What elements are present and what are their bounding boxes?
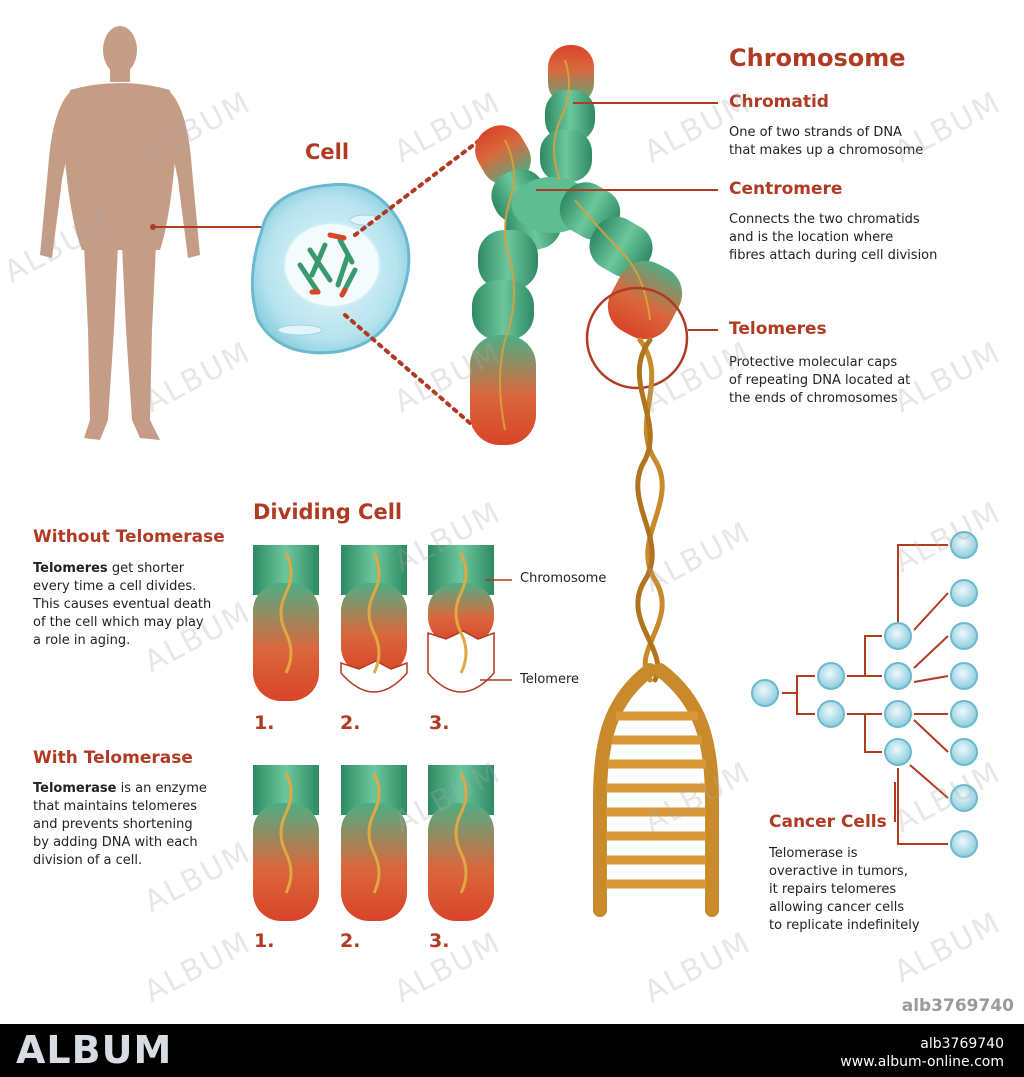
telomere-callout: Telomere xyxy=(520,672,580,687)
chromosome-callout: Chromosome xyxy=(520,571,607,586)
cancer-cell xyxy=(950,531,978,559)
album-logo: ALBUM xyxy=(16,1028,173,1072)
chromosome-illustration xyxy=(470,45,683,445)
chromosome-row1-2 xyxy=(340,545,408,693)
dividing-cell-title: Dividing Cell xyxy=(253,500,403,524)
cancer-cell xyxy=(950,738,978,766)
chromosome-row2-1 xyxy=(253,765,319,921)
cancer-cell xyxy=(950,662,978,690)
step-number-2: 2. xyxy=(340,712,361,734)
human-figure xyxy=(40,26,200,440)
dna-helix xyxy=(635,337,665,683)
step-number-1-b: 1. xyxy=(254,930,275,952)
without-telomerase-title: Without Telomerase xyxy=(33,527,225,547)
chromosome-row1-1 xyxy=(253,545,319,701)
cancer-cell xyxy=(751,679,779,707)
illustration-layer xyxy=(40,26,978,921)
step-number-2-b: 2. xyxy=(340,930,361,952)
chromosome-row2-3 xyxy=(428,765,494,921)
cancer-cells-title: Cancer Cells xyxy=(769,812,887,832)
cancer-cell xyxy=(884,662,912,690)
chromosome-row1-3 xyxy=(427,545,495,693)
cell-illustration xyxy=(250,182,411,355)
with-telomerase-desc: Telomerase is an enzyme that maintains t… xyxy=(33,781,207,868)
telomere-infographic: Cell Chromosome Chromatid One of two str… xyxy=(0,26,1014,1016)
step-number-1: 1. xyxy=(254,712,275,734)
cancer-cell xyxy=(817,700,845,728)
centromere-title: Centromere xyxy=(729,179,843,199)
cell-label: Cell xyxy=(305,140,350,164)
cancer-cell xyxy=(950,830,978,858)
image-code: alb3769740 xyxy=(901,996,1014,1016)
cancer-cell xyxy=(950,622,978,650)
telomere-highlight-circle xyxy=(585,286,689,390)
dna-ladder xyxy=(593,663,719,917)
telomeres-title: Telomeres xyxy=(729,319,827,339)
without-telomerase-desc: Telomeres get shorter every time a cell … xyxy=(33,561,212,648)
cancer-cell xyxy=(884,738,912,766)
footer-bar: ALBUM alb3769740 www.album-online.com xyxy=(0,1024,1024,1077)
dividing-cell-chromosomes xyxy=(253,545,495,921)
chromosome-title: Chromosome xyxy=(729,44,906,72)
cancer-cell xyxy=(950,784,978,812)
footer-image-id: alb3769740 xyxy=(920,1036,1004,1052)
cancer-cell xyxy=(950,700,978,728)
cancer-cell-tree xyxy=(782,544,949,845)
chromosome-row2-2 xyxy=(341,765,407,921)
cancer-cell xyxy=(884,700,912,728)
footer-url: www.album-online.com xyxy=(840,1054,1004,1070)
cancer-cell xyxy=(884,622,912,650)
with-telomerase-title: With Telomerase xyxy=(33,748,193,768)
chromatid-title: Chromatid xyxy=(729,92,829,112)
step-number-3: 3. xyxy=(429,712,450,734)
cancer-cell xyxy=(817,662,845,690)
cancer-cell xyxy=(950,579,978,607)
step-number-3-b: 3. xyxy=(429,930,450,952)
